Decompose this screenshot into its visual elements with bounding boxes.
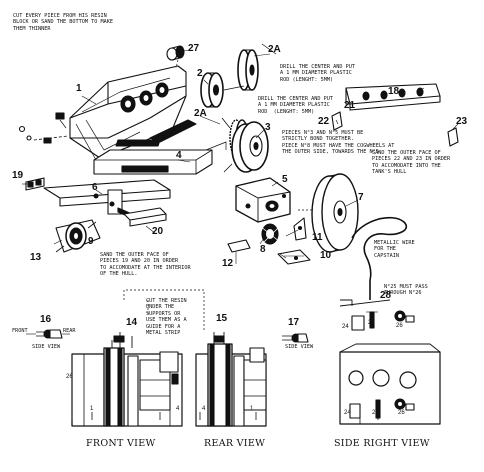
part-5-side-block	[235, 177, 291, 223]
part-number-21: 21	[344, 100, 356, 111]
part-number-15: 15	[216, 313, 228, 324]
part-number-25: 25	[368, 320, 375, 326]
part-number-2: 2	[197, 68, 203, 79]
part-2a-sprocket-top	[237, 43, 277, 91]
part-4-floor-plate	[93, 119, 227, 175]
part-number-10: 10	[320, 250, 332, 261]
part-2-wheel-pair	[200, 72, 245, 108]
part-number-14: 14	[126, 317, 138, 328]
part-23-small-block	[447, 127, 459, 147]
metallic-wire	[351, 216, 408, 300]
front-view-number-4: 4	[176, 406, 180, 412]
part-7-drum	[296, 173, 359, 253]
part-16-side-view	[26, 329, 70, 339]
side-right-view-drawing	[339, 343, 441, 425]
note-sand-19-20: SAND THE OUTER FACE OF PIECES 19 AND 20 …	[100, 252, 191, 278]
part-11-bracket	[293, 217, 307, 241]
part-number-9: 9	[88, 236, 94, 247]
part-number-4: 4	[176, 150, 182, 161]
part-number-13: 13	[30, 252, 42, 263]
front-view-title: FRONT VIEW	[86, 438, 156, 449]
label-rear: REAR	[63, 328, 76, 334]
rear-view-title: REAR VIEW	[204, 438, 266, 449]
part-number-5: 5	[282, 174, 288, 185]
part-3-road-wheel	[221, 117, 269, 173]
front-view-drawing	[71, 332, 183, 427]
part-number-28: 28	[380, 290, 392, 301]
label-side-view-1: SIDE VIEW	[32, 344, 61, 350]
rear-view-number-4: 4	[202, 406, 206, 412]
part-27-cylinder	[166, 45, 185, 69]
part-number-8: 8	[260, 244, 266, 255]
part-number-16: 16	[40, 314, 52, 325]
connector-dashed	[123, 289, 205, 330]
part-number-6: 6	[92, 182, 98, 193]
part-number-2a-top: 2A	[268, 44, 281, 55]
rear-view-number-1: 1	[250, 406, 254, 412]
part-number-24: 24	[342, 324, 349, 330]
part-number-22: 22	[318, 116, 330, 127]
note-drill-2: DRILL THE CENTER AND PUT A 1 MM DIAMETER…	[258, 96, 333, 115]
note-drill-1: DRILL THE CENTER AND PUT A 1 MM DIAMETER…	[280, 64, 355, 83]
note-n25-must-pass: N°25 MUST PASS THROUGH N°26	[384, 284, 428, 297]
part-number-23: 23	[456, 116, 468, 127]
side-right-view-title: SIDE RIGHT VIEW	[334, 438, 430, 449]
side-view-number-26: 26	[398, 410, 405, 416]
part-17-side-view	[282, 333, 309, 343]
front-view-number-1: 1	[90, 406, 94, 412]
note-pieces-3-5: PIECES N°3 AND N°5 MUST BE STRICTLY BOND…	[282, 130, 395, 156]
part-6-base-plate	[43, 179, 171, 219]
part-number-7: 7	[358, 192, 364, 203]
detail-parts-24-28	[339, 299, 415, 331]
part-12-plate	[227, 239, 251, 253]
part-number-2a-mid: 2A	[194, 108, 207, 119]
part-18-rail	[345, 83, 441, 111]
side-view-number-24: 24	[344, 410, 351, 416]
label-side-view-2: SIDE VIEW	[285, 344, 314, 350]
part-9-idler-wheel	[55, 219, 101, 253]
part-20-bracket	[123, 207, 167, 227]
part-number-1: 1	[76, 83, 82, 94]
part-8-cogwheel	[259, 223, 281, 245]
part-number-11: 11	[312, 232, 323, 243]
part-number-27: 27	[188, 43, 200, 54]
part-number-19: 19	[12, 170, 24, 181]
part-number-26: 26	[396, 323, 403, 329]
part-number-3: 3	[265, 122, 271, 133]
part-number-17: 17	[288, 317, 300, 328]
pin-parts-left	[18, 112, 69, 144]
part-19-bracket	[25, 177, 45, 191]
note-metallic-wire: METALLIC WIRE FOR THE CAPSTAIN	[374, 240, 415, 259]
note-cut-resin-supports: CUT THE RESIN UNDER THE SUPPORTS OR USE …	[146, 298, 187, 337]
front-view-number-26: 26	[66, 374, 73, 380]
side-view-number-25: 25	[372, 410, 379, 416]
part-10-plate	[277, 249, 311, 265]
part-number-18: 18	[388, 86, 400, 97]
part-number-12: 12	[222, 258, 234, 269]
note-cut-resin: CUT EVERY PIECE FROM HIS RESIN BLOCK OR …	[13, 13, 113, 32]
part-22-small-block	[331, 111, 343, 131]
part-number-20: 20	[152, 226, 164, 237]
rear-view-drawing	[195, 332, 267, 427]
leader-lines	[22, 49, 459, 264]
label-front: FRONT	[12, 328, 28, 334]
part-1-hull-body	[69, 65, 187, 161]
note-sand-22-23: SAND THE OUTER FACE OF PIECES 22 AND 23 …	[372, 150, 451, 176]
